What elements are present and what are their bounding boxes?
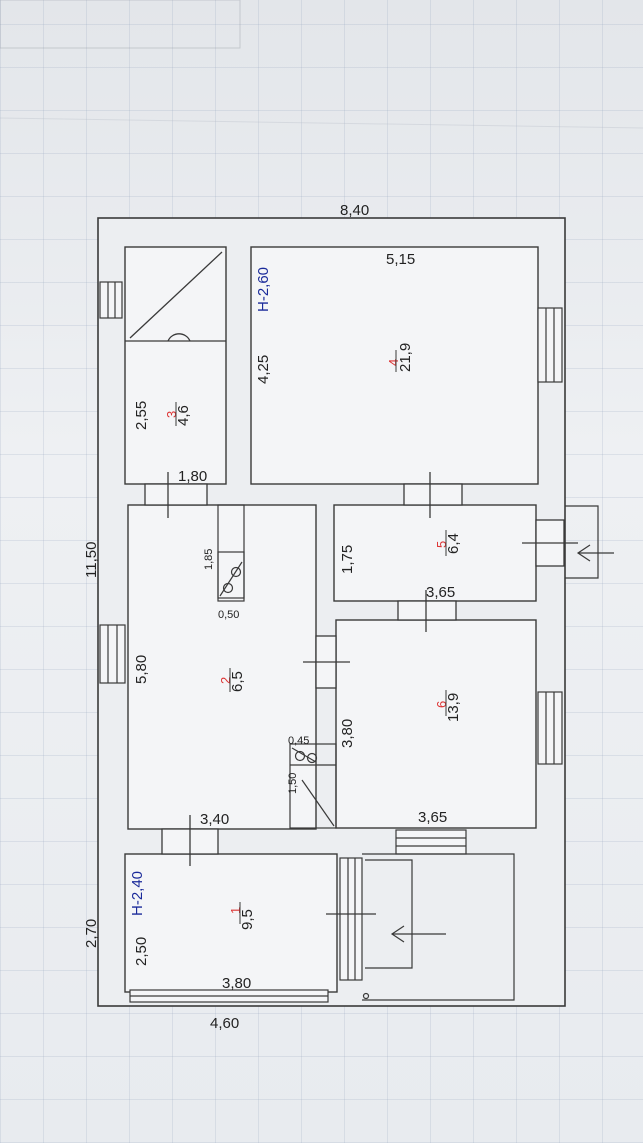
room-small-right-area: 6,4 <box>445 533 462 554</box>
room-right-outline <box>335 619 537 829</box>
room-small-length-label: 2,55 <box>133 401 150 430</box>
room-small-right-length-label: 1,75 <box>339 545 356 574</box>
room-small-outline <box>124 246 227 485</box>
room-middle-width-label: 3,40 <box>200 811 229 828</box>
room-right-length-label: 3,80 <box>339 719 356 748</box>
room-entry-width-label: 3,80 <box>222 975 251 992</box>
entry-depth-label: 2,70 <box>83 919 100 948</box>
room-small-right-number: 5 <box>434 541 449 548</box>
faint-stamp-area <box>0 0 643 129</box>
door-between-right-rooms <box>397 590 457 632</box>
room-large-width-label: 5,15 <box>386 251 415 268</box>
stove-middle-room <box>217 504 245 602</box>
room-small-area: 4,6 <box>175 405 192 426</box>
stair-arc <box>167 333 191 342</box>
room-small-right-outline <box>333 504 537 602</box>
window-right-middle <box>537 691 563 765</box>
stove-right-room <box>289 743 337 829</box>
door-right-exit <box>522 519 578 567</box>
window-entry-bottom <box>129 989 329 1003</box>
room-middle-chimney-width: 0,50 <box>218 609 239 621</box>
room-middle-number: 2 <box>218 677 233 684</box>
room-entry-outline <box>124 853 338 993</box>
room-entry-number: 1 <box>228 907 243 914</box>
door-small-room <box>144 472 208 518</box>
room-right-number: 6 <box>434 701 449 708</box>
room-right-chimney-width: 0,45 <box>288 735 309 747</box>
window-bottom-right <box>395 829 467 855</box>
overall-width-top-label: 8,40 <box>340 202 369 219</box>
stair-diagonal <box>129 251 223 339</box>
room-right-area: 13,9 <box>445 693 462 722</box>
room-entry-height-label: H-2,40 <box>129 871 146 916</box>
room-entry-area: 9,5 <box>239 909 256 930</box>
door-room-middle-right <box>303 635 350 689</box>
room-large-number: 4 <box>386 359 401 366</box>
room-large-depth-label: 4,25 <box>255 355 272 384</box>
porch-right <box>565 505 614 579</box>
room-right-width-label: 3,65 <box>418 809 447 826</box>
veranda-entry <box>362 853 515 1001</box>
room-entry-length-label: 2,50 <box>133 937 150 966</box>
room-large-outline <box>250 246 539 485</box>
room-middle-length-label: 5,80 <box>133 655 150 684</box>
room-small-number: 3 <box>164 411 179 418</box>
overall-length-left-label: 11,50 <box>83 542 100 578</box>
room-small-width-label: 1,80 <box>178 468 207 485</box>
room-middle-area: 6,5 <box>229 671 246 692</box>
window-left-middle <box>99 624 126 684</box>
room-right-chimney-length: 1,50 <box>287 773 299 794</box>
window-right-top <box>537 307 563 383</box>
overall-width-bottom-label: 4,60 <box>210 1015 239 1032</box>
room-large-area: 21,9 <box>397 343 414 372</box>
room-small-right-width-label: 3,65 <box>426 584 455 601</box>
door-entry <box>161 815 219 866</box>
window-left-top <box>99 281 123 319</box>
door-large-room <box>403 472 463 518</box>
room-large-height-label: H-2,60 <box>255 267 272 312</box>
window-entry-right <box>339 857 363 981</box>
room-middle-chimney-length: 1,85 <box>203 549 215 570</box>
